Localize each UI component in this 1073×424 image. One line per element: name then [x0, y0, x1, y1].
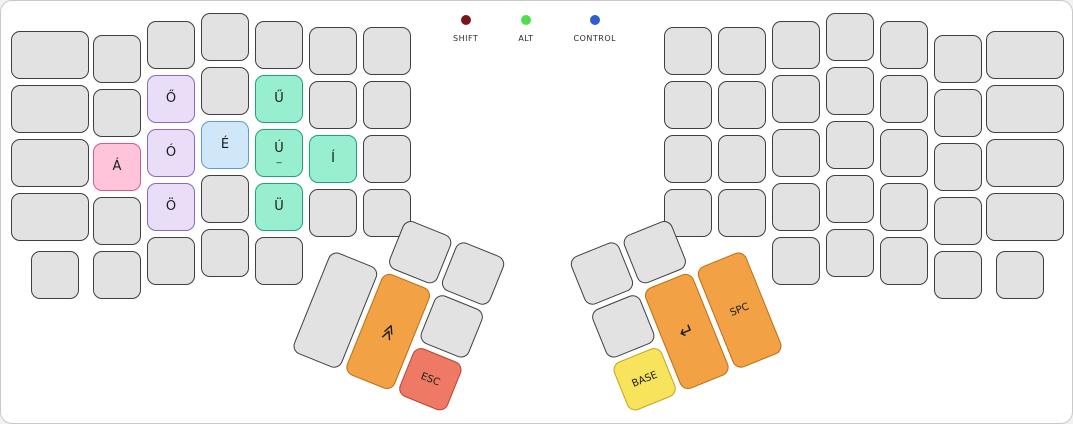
key-label: É — [220, 136, 230, 152]
blank-key[interactable] — [826, 67, 874, 115]
legend-item-control: CONTROL — [574, 15, 617, 43]
key-label: ESC — [419, 370, 442, 389]
key-label: Ú — [274, 140, 284, 156]
blank-key[interactable] — [934, 35, 982, 83]
blank-key[interactable] — [201, 229, 249, 277]
blank-key[interactable] — [363, 135, 411, 183]
blank-key[interactable] — [826, 121, 874, 169]
key-label: Ö — [165, 198, 177, 214]
blank-key[interactable] — [255, 21, 303, 69]
blank-key[interactable] — [309, 189, 357, 237]
key-a-acute[interactable]: Á — [93, 143, 141, 191]
blank-key[interactable] — [147, 237, 195, 285]
key-label: Ó — [165, 144, 177, 160]
blank-key[interactable] — [31, 251, 79, 299]
key-u-acute[interactable]: Ú_ — [255, 129, 303, 177]
blank-key[interactable] — [11, 193, 89, 241]
blank-key[interactable] — [826, 13, 874, 61]
blank-key[interactable] — [772, 21, 820, 69]
blank-key[interactable] — [986, 85, 1064, 133]
key-o-acute[interactable]: Ó — [147, 129, 195, 177]
blank-key[interactable] — [986, 31, 1064, 79]
blank-key[interactable] — [93, 197, 141, 245]
blank-key[interactable] — [880, 21, 928, 69]
blank-key[interactable] — [772, 129, 820, 177]
key-label: ≫ — [375, 320, 400, 343]
key-label: Ű — [274, 90, 284, 106]
key-label: ↵ — [675, 318, 698, 344]
blank-key[interactable] — [718, 27, 766, 75]
blank-key[interactable] — [201, 67, 249, 115]
key-u-double-acute[interactable]: Ű — [255, 75, 303, 123]
key-o-umlaut[interactable]: Ö — [147, 183, 195, 231]
key-u-umlaut[interactable]: Ü — [255, 183, 303, 231]
blank-key[interactable] — [11, 85, 89, 133]
blank-key[interactable] — [934, 89, 982, 137]
blank-key[interactable] — [718, 189, 766, 237]
blank-key[interactable] — [996, 251, 1044, 299]
blank-key[interactable] — [93, 251, 141, 299]
blank-key[interactable] — [986, 139, 1064, 187]
blank-key[interactable] — [93, 89, 141, 137]
blank-key[interactable] — [309, 27, 357, 75]
blank-key[interactable] — [664, 27, 712, 75]
key-label: SPC — [728, 301, 751, 319]
blank-key[interactable] — [201, 175, 249, 223]
key-label: Ő — [165, 90, 177, 106]
blank-key[interactable] — [363, 81, 411, 129]
key-label: Í — [331, 150, 335, 166]
blank-key[interactable] — [880, 237, 928, 285]
blank-key[interactable] — [880, 183, 928, 231]
key-o-double-acute[interactable]: Ő — [147, 75, 195, 123]
blank-key[interactable] — [772, 75, 820, 123]
key-e-acute[interactable]: É — [201, 121, 249, 169]
blank-key[interactable] — [93, 35, 141, 83]
blank-key[interactable] — [934, 143, 982, 191]
blank-key[interactable] — [201, 13, 249, 61]
legend-item-alt: ALT — [518, 15, 533, 43]
blank-key[interactable] — [11, 31, 89, 79]
legend-item-shift: SHIFT — [453, 15, 478, 43]
key-i-acute[interactable]: Í — [309, 135, 357, 183]
blank-key[interactable] — [826, 229, 874, 277]
blank-key[interactable] — [363, 27, 411, 75]
legend-label: CONTROL — [573, 34, 617, 43]
blank-key[interactable] — [11, 139, 89, 187]
blank-key[interactable] — [147, 21, 195, 69]
blank-key[interactable] — [309, 81, 357, 129]
blank-key[interactable] — [718, 135, 766, 183]
modifier-legend: SHIFT ALT CONTROL — [453, 15, 616, 43]
blank-key[interactable] — [826, 175, 874, 223]
blank-key[interactable] — [934, 251, 982, 299]
key-label: Ü — [274, 198, 284, 214]
blank-key[interactable] — [986, 193, 1064, 241]
legend-label: SHIFT — [453, 34, 479, 43]
alt-modifier-dot — [520, 15, 531, 25]
shift-modifier-dot — [460, 15, 471, 25]
blank-key[interactable] — [718, 81, 766, 129]
blank-key[interactable] — [664, 81, 712, 129]
blank-key[interactable] — [880, 75, 928, 123]
blank-key[interactable] — [880, 129, 928, 177]
key-label: BASE — [630, 369, 659, 390]
blank-key[interactable] — [664, 135, 712, 183]
blank-key[interactable] — [934, 197, 982, 245]
legend-label: ALT — [518, 34, 534, 43]
key-sublabel: _ — [276, 153, 282, 165]
blank-key[interactable] — [255, 237, 303, 285]
blank-key[interactable] — [772, 237, 820, 285]
control-modifier-dot — [589, 15, 600, 25]
key-label: Á — [112, 158, 122, 174]
blank-key[interactable] — [772, 183, 820, 231]
